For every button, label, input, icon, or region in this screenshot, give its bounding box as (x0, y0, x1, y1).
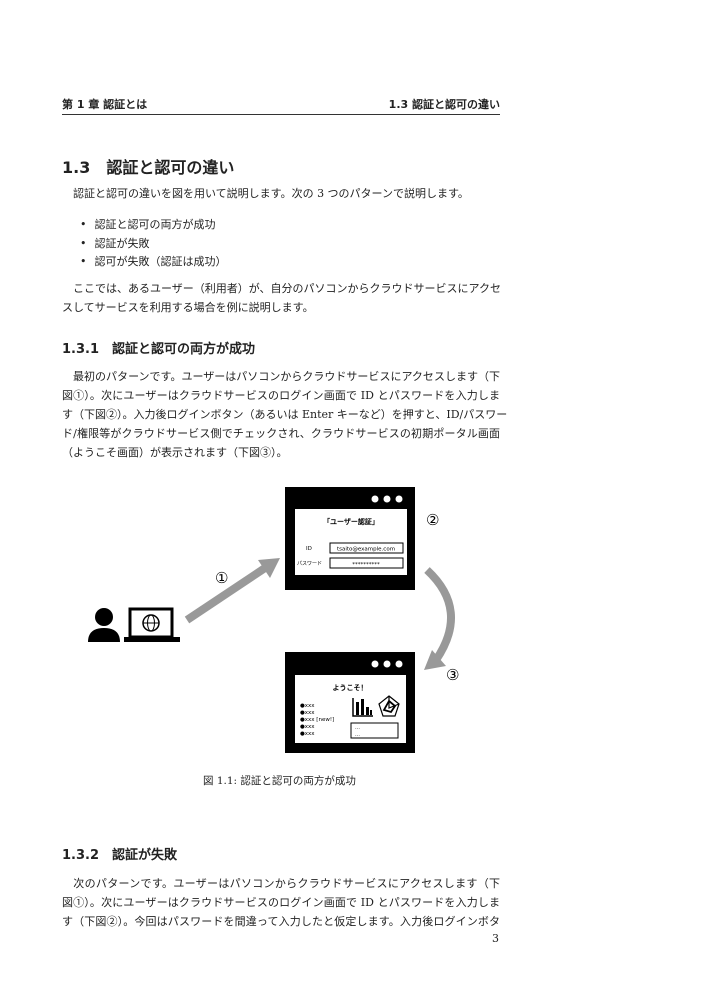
bullet-item: 認証と認可の両方が成功 (80, 216, 216, 232)
page-number: 3 (492, 932, 499, 945)
figure-diagram: ① 「ユーザー認証」 ID tsaito@example.com パスワード *… (88, 487, 459, 753)
text-line: （ようこそ画面）が表示されます（下図③）。 (62, 446, 288, 459)
login-title: 「ユーザー認証」 (323, 517, 379, 526)
password-label: パスワード (297, 561, 322, 567)
id-label: ID (306, 546, 312, 552)
text-line: スしてサービスを利用する場合を例に説明します。 (62, 301, 314, 314)
welcome-list: ●xxx ●xxx ●xxx [new!] ●xxx ●xxx (300, 703, 334, 737)
subsection-paragraph: 最初のパターンです。ユーザーはパソコンからクラウドサービスにアクセスします（下 … (62, 367, 508, 462)
text-line: す（下図②）。入力後ログインボタン（あるいは Enter キーなど）を押すと、I… (62, 408, 508, 421)
context-paragraph: ここでは、あるユーザー（利用者）が、自分のパソコンからクラウドサービスにアクセ … (62, 279, 502, 317)
arrow-step3 (424, 567, 455, 670)
step3-label: ③ (446, 666, 459, 684)
list-item: ●xxx (300, 703, 315, 709)
bullet-item: 認証が失敗 (80, 235, 150, 251)
list-item: ●xxx (300, 724, 315, 730)
section-title: 1.3 認証と認可の違い (62, 158, 235, 177)
text-line: す（下図②）。今回はパスワードを間違って入力したと仮定します。入力後ログインボタ (62, 915, 500, 928)
text-line: 最初のパターンです。ユーザーはパソコンからクラウドサービスにアクセスします（下 (62, 370, 500, 383)
arrow-step1 (184, 558, 280, 624)
id-field (329, 542, 404, 554)
user-icon (88, 608, 120, 642)
password-value: ********** (352, 562, 380, 568)
list-item: ●xxx (300, 710, 315, 716)
welcome-title: ようこそ！ (333, 683, 368, 692)
step1-label: ① (215, 569, 228, 587)
password-field (329, 557, 404, 569)
login-window: 「ユーザー認証」 ID tsaito@example.com パスワード ***… (285, 487, 415, 590)
text-line: ここでは、あるユーザー（利用者）が、自分のパソコンからクラウドサービスにアクセ (62, 282, 502, 295)
id-value: tsaito@example.com (337, 547, 395, 553)
text-line: ド/権限等がクラウドサービス側でチェックされ、クラウドサービスの初期ポータル画面 (62, 427, 500, 440)
list-item: ●xxx [new!] (300, 717, 334, 723)
info-box (350, 722, 399, 739)
intro-paragraph: 認証と認可の違いを図を用いて説明します。次の 3 つのパターンで説明します。 (62, 184, 500, 203)
running-header-section: 1.3 認証と認可の違い (388, 98, 500, 111)
info-line: … (355, 732, 360, 738)
text-line: 図①）。次にユーザーはクラウドサービスのログイン画面で ID とパスワードを入力… (62, 389, 500, 402)
text-line: 図①）。次にユーザーはクラウドサービスのログイン画面で ID とパスワードを入力… (62, 896, 500, 909)
subsection-title: 1.3.1 認証と認可の両方が成功 (62, 342, 256, 357)
radar-chart-icon (378, 695, 400, 717)
info-line: … (355, 725, 360, 731)
welcome-window: ようこそ！ ●xxx ●xxx ●xxx [new!] ●xxx ●xxx … … (285, 652, 415, 753)
text-line: 認証と認可の違いを図を用いて説明します。次の 3 つのパターンで説明します。 (62, 187, 469, 200)
step2-label: ② (426, 511, 439, 529)
running-header-chapter: 第 1 章 認証とは (62, 98, 148, 111)
header-rule (62, 114, 500, 115)
bullet-item: 認可が失敗（認証は成功） (80, 253, 227, 269)
text-line: 次のパターンです。ユーザーはパソコンからクラウドサービスにアクセスします（下 (62, 877, 500, 890)
figure-caption: 図 1.1: 認証と認可の両方が成功 (203, 775, 356, 787)
subsection-paragraph: 次のパターンです。ユーザーはパソコンからクラウドサービスにアクセスします（下 図… (62, 874, 500, 931)
bar-chart-icon (352, 698, 373, 717)
list-item: ●xxx (300, 731, 315, 737)
subsection-title: 1.3.2 認証が失敗 (62, 848, 178, 863)
laptop-globe-icon (124, 607, 180, 642)
